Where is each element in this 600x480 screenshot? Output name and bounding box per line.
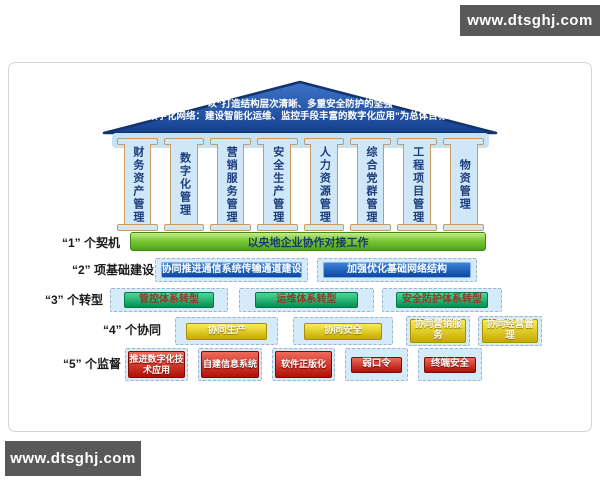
pillar-project-management: 工程项目管理 bbox=[396, 138, 438, 231]
infra-item: 协同推进通信系统传输通道建设 bbox=[160, 262, 303, 278]
row-label-2-infrastructure: “2” 项基础建设 bbox=[72, 263, 155, 277]
supervision-box-3: 软件正版化 bbox=[272, 348, 335, 381]
roof-goal-text: 以“打造结构层次清晰、多重安全防护的坚强 数字化网络：建设智能化运维、监控手段丰… bbox=[100, 99, 500, 123]
pillar-finance-assets: 财务资产管理 bbox=[117, 138, 158, 231]
pillar-label: 财务资产管理 bbox=[131, 145, 144, 224]
transform-item: 管控体系转型 bbox=[123, 292, 215, 308]
pillars-row: 财务资产管理 数字化管理 营销服务管理 安全生产管理 人力资源管理 综合党群管理 bbox=[117, 138, 484, 231]
supervision-box-2: 自建信息系统 bbox=[198, 348, 262, 381]
pillar-label: 营销服务管理 bbox=[225, 145, 238, 224]
pillar-base bbox=[350, 224, 391, 231]
supervision-box-4: 弱口令 bbox=[345, 348, 408, 381]
transform-item: 运维体系转型 bbox=[254, 292, 359, 308]
transform-box-2: 运维体系转型 bbox=[239, 288, 374, 312]
pillar-label: 综合党群管理 bbox=[364, 145, 377, 224]
synergy-item: 协同经营管理 bbox=[482, 319, 538, 343]
pillar-base bbox=[210, 224, 251, 231]
synergy-box-4: 协同经营管理 bbox=[478, 316, 542, 346]
supervision-item: 软件正版化 bbox=[275, 351, 332, 378]
pillar-safety-production: 安全生产管理 bbox=[256, 138, 298, 231]
watermark-banner-bottom: www.dtsghj.com bbox=[5, 441, 141, 476]
roof-goal-line2: 数字化网络：建设智能化运维、监控手段丰富的数字化应用”为总体目标” bbox=[147, 111, 452, 122]
row-label-1-opportunity: “1” 个契机 bbox=[62, 236, 121, 250]
pillar-label: 工程项目管理 bbox=[411, 145, 424, 224]
synergy-item: 协同安全 bbox=[303, 322, 383, 340]
supervision-item: 弱口令 bbox=[350, 356, 403, 373]
pillar-base bbox=[163, 224, 205, 231]
pillar-label: 安全生产管理 bbox=[271, 145, 284, 224]
transform-box-3: 安全防护体系转型 bbox=[382, 288, 502, 312]
pillar-label: 人力资源管理 bbox=[318, 145, 331, 224]
watermark-banner-top: www.dtsghj.com bbox=[460, 5, 600, 36]
architrave-beam bbox=[112, 133, 489, 148]
pillar-label: 物资管理 bbox=[458, 158, 471, 211]
pillar-base bbox=[443, 224, 484, 231]
transform-item: 安全防护体系转型 bbox=[395, 292, 489, 308]
pillar-digitalization: 数字化管理 bbox=[163, 138, 205, 231]
pillar-label: 数字化管理 bbox=[178, 152, 191, 217]
synergy-box-3: 协同营销服务 bbox=[406, 316, 470, 346]
infra-box-1: 协同推进通信系统传输通道建设 bbox=[155, 258, 308, 282]
synergy-item: 协同生产 bbox=[186, 322, 267, 340]
transform-box-1: 管控体系转型 bbox=[110, 288, 228, 312]
supervision-box-1: 推进数字化技术应用 bbox=[125, 348, 188, 381]
pillar-human-resources: 人力资源管理 bbox=[303, 138, 345, 231]
infra-item: 加强优化基础网络结构 bbox=[322, 262, 472, 278]
pillar-base bbox=[396, 224, 438, 231]
roof-goal-line1: 以“打造结构层次清晰、多重安全防护的坚强 bbox=[207, 99, 393, 110]
synergy-box-2: 协同安全 bbox=[293, 317, 393, 345]
supervision-box-5: 终端安全 bbox=[418, 348, 482, 381]
pillar-marketing-service: 营销服务管理 bbox=[210, 138, 251, 231]
pillar-base bbox=[303, 224, 345, 231]
pillar-party-affairs: 综合党群管理 bbox=[350, 138, 391, 231]
supervision-item: 终端安全 bbox=[423, 356, 477, 373]
pillar-base bbox=[117, 224, 158, 231]
watermark-text: www.dtsghj.com bbox=[10, 450, 136, 467]
infra-box-2: 加强优化基础网络结构 bbox=[317, 258, 477, 282]
row-label-5-supervision: “5” 个监督 bbox=[63, 357, 122, 371]
pillar-materials: 物资管理 bbox=[443, 138, 484, 231]
synergy-box-1: 协同生产 bbox=[175, 317, 278, 345]
foundation-bar-cooperation: 以央地企业协作对接工作 bbox=[130, 232, 486, 251]
synergy-item: 协同营销服务 bbox=[410, 319, 466, 343]
supervision-item: 自建信息系统 bbox=[201, 351, 259, 378]
supervision-item: 推进数字化技术应用 bbox=[128, 351, 185, 378]
pillar-base bbox=[256, 224, 298, 231]
row-label-3-transformation: “3” 个转型 bbox=[45, 293, 104, 307]
watermark-text: www.dtsghj.com bbox=[467, 12, 593, 29]
row-label-4-synergy: “4” 个协同 bbox=[103, 323, 162, 337]
foundation-bar-label: 以央地企业协作对接工作 bbox=[247, 236, 369, 249]
